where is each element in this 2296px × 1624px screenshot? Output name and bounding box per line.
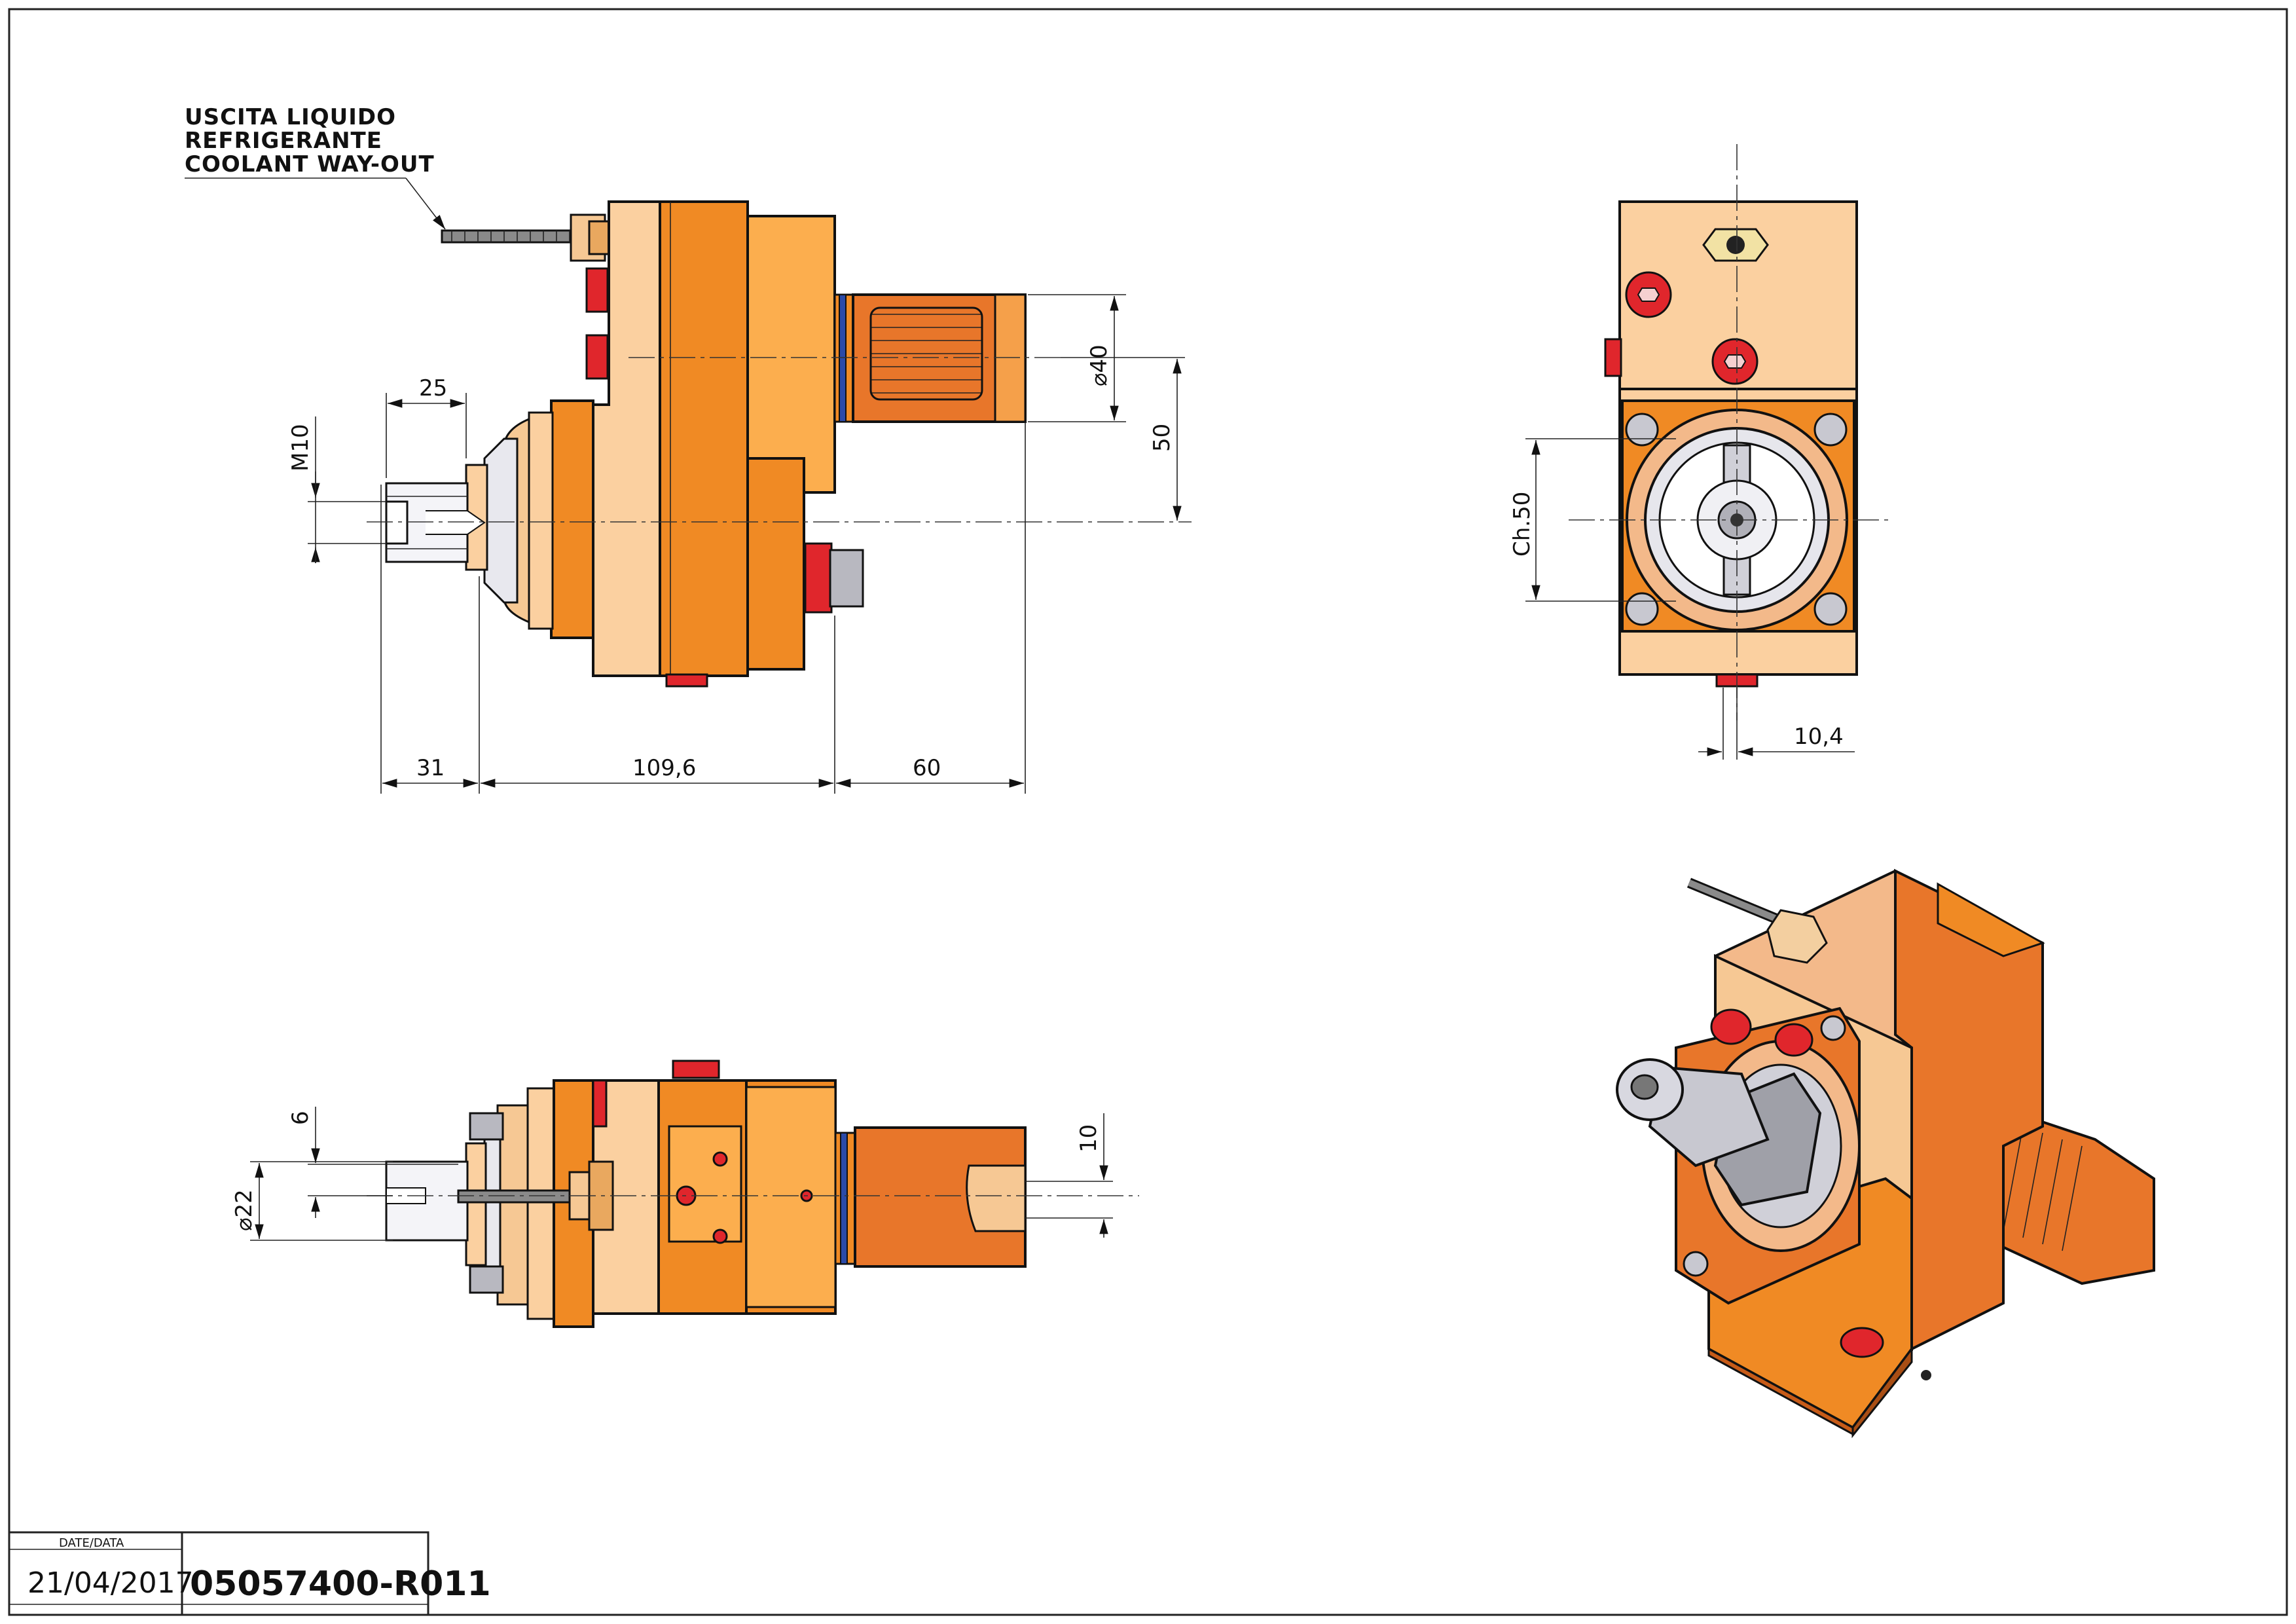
dim-m10: M10 xyxy=(287,424,314,471)
dim-25: 25 xyxy=(419,375,447,401)
front-view-dimensions: Ch.50 10,4 xyxy=(1509,438,1855,760)
dim-dia22: ⌀22 xyxy=(231,1189,257,1231)
date-value: 21/04/2017 xyxy=(27,1566,194,1600)
title-block: DATE/DATA 21/04/2017 05057400-R011 xyxy=(8,1531,491,1616)
top-view xyxy=(367,1060,1139,1328)
dim-6: 6 xyxy=(287,1111,314,1125)
dim-ch50: Ch.50 xyxy=(1509,492,1535,557)
drawing-frame xyxy=(8,8,2288,1616)
coolant-label-line3: COOLANT WAY-OUT xyxy=(185,151,435,177)
coolant-label-line2: REFRIGERANTE xyxy=(185,128,382,154)
dim-109-6: 109,6 xyxy=(632,755,696,781)
front-view xyxy=(1569,144,1892,720)
drawing-code: 05057400-R011 xyxy=(190,1564,491,1604)
coolant-label-line1: USCITA LIQUIDO xyxy=(185,104,396,130)
dim-50: 50 xyxy=(1149,424,1175,452)
side-view-dimensions: 25 M10 ⌀40 50 31 109,6 60 xyxy=(287,294,1185,794)
dim-60: 60 xyxy=(913,755,941,781)
dim-dia40: ⌀40 xyxy=(1086,344,1112,386)
dim-31: 31 xyxy=(416,755,445,781)
side-view xyxy=(367,200,1192,688)
top-view-dimensions: 6 ⌀22 10 xyxy=(231,1107,1113,1241)
isometric-view xyxy=(1616,868,2155,1439)
dim-10: 10 xyxy=(1076,1124,1102,1153)
coolant-annotation: USCITA LIQUIDO REFRIGERANTE COOLANT WAY-… xyxy=(185,104,446,230)
date-label: DATE/DATA xyxy=(59,1536,124,1550)
dim-10-4: 10,4 xyxy=(1794,724,1844,750)
